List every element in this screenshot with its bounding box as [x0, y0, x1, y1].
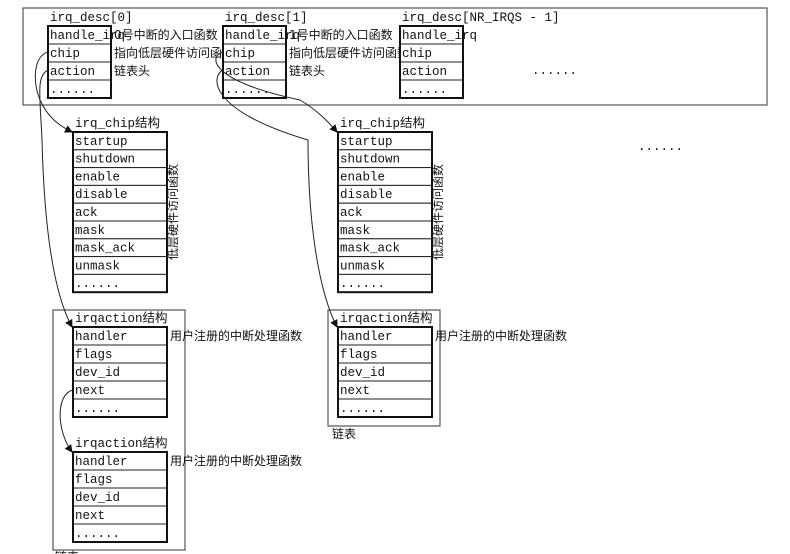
- irq-desc-2-field-action: action: [402, 65, 447, 79]
- irqaction-0-1-field-flags: flags: [75, 473, 113, 487]
- irq-chip-1-field-disable: disable: [340, 188, 393, 202]
- irq-desc-0-note: 指向低层硬件访问函数: [114, 45, 234, 60]
- irqaction-1-0-field-handler: handler: [340, 330, 393, 344]
- irqaction-0-1-note: 用户注册的中断处理函数: [170, 453, 302, 468]
- irq-desc-0-field-: ......: [50, 83, 95, 97]
- irqaction-1-0-field-dev_id: dev_id: [340, 366, 385, 380]
- irq-desc-0-note: 0号中断的入口函数: [114, 27, 218, 42]
- irq-chip-1-field-shutdown: shutdown: [340, 153, 400, 167]
- irq-desc-0-field-handle_irq: handle_irq: [50, 29, 125, 43]
- irq-chip-1-border: [337, 131, 433, 294]
- irq-chip-side-note: 低层硬件访问函数: [165, 164, 180, 260]
- irqaction-list-frame-1: [327, 309, 441, 427]
- irq-chip-1-field-: ......: [340, 277, 385, 291]
- irq-chip-0-field-ack: ack: [75, 206, 98, 220]
- irqaction-0-0-field-: ......: [75, 402, 120, 416]
- irq-chip-0-title: irq_chip结构: [75, 115, 160, 131]
- irqaction-1-0-field-next: next: [340, 384, 370, 398]
- irq-chip-side-note: 低层硬件访问函数: [430, 164, 445, 260]
- irq-desc-0-field-chip: chip: [50, 47, 80, 61]
- irqaction-0-1-field-next: next: [75, 509, 105, 523]
- irq-desc-1-title: irq_desc[1]: [225, 11, 308, 25]
- desc-ellipsis: ......: [532, 64, 577, 78]
- irqaction-0-0-field-handler: handler: [75, 330, 128, 344]
- irq-chip-1-field-unmask: unmask: [340, 259, 385, 273]
- irqaction-0-1-border: [72, 451, 168, 543]
- irq-desc-1-field-: ......: [225, 83, 270, 97]
- irq-chip-0-field-shutdown: shutdown: [75, 153, 135, 167]
- irqaction-0-0-field-flags: flags: [75, 348, 113, 362]
- irq-desc-2-title: irq_desc[NR_IRQS - 1]: [402, 11, 560, 25]
- irq-chip-0-field-mask_ack: mask_ack: [75, 242, 135, 256]
- irq-chip-0-border: [72, 131, 168, 294]
- list-label-0: 链表: [55, 549, 79, 554]
- list-label-1: 链表: [332, 426, 356, 441]
- irq-chip-1-title: irq_chip结构: [340, 115, 425, 131]
- irqaction-1-0-note: 用户注册的中断处理函数: [435, 328, 567, 343]
- irq-chip-1-field-mask_ack: mask_ack: [340, 242, 400, 256]
- irqaction-1-0-border: [337, 326, 433, 418]
- irq-desc-1-field-chip: chip: [225, 47, 255, 61]
- irq-chip-0-field-mask: mask: [75, 224, 105, 238]
- irqaction-0-0-title: irqaction结构: [75, 310, 168, 326]
- irqaction-0-0-field-next: next: [75, 384, 105, 398]
- next-pointer-arrow-0: [59, 389, 74, 453]
- irqaction-0-0-border: [72, 326, 168, 418]
- irq-desc-1-note: 1号中断的入口函数: [289, 27, 393, 42]
- irqaction-0-1-field-dev_id: dev_id: [75, 491, 120, 505]
- irqaction-0-1-title: irqaction结构: [75, 435, 168, 451]
- irq-desc-2-field-: ......: [402, 83, 447, 97]
- action-pointer-arrow-0: [39, 69, 73, 328]
- irqaction-1-0-field-: ......: [340, 402, 385, 416]
- irqaction-list-frame-0: [52, 309, 186, 551]
- irqaction-0-1-field-handler: handler: [75, 455, 128, 469]
- irq-chip-1-field-startup: startup: [340, 135, 393, 149]
- irq-chip-1-field-mask: mask: [340, 224, 370, 238]
- right-ellipsis: ......: [638, 140, 683, 154]
- irq-chip-1-field-ack: ack: [340, 206, 363, 220]
- irq-chip-1-field-enable: enable: [340, 170, 385, 184]
- irq-desc-2-field-handle_irq: handle_irq: [402, 29, 477, 43]
- irqaction-1-0-field-flags: flags: [340, 348, 378, 362]
- irq-desc-1-field-handle_irq: handle_irq: [225, 29, 300, 43]
- irqaction-1-0-title: irqaction结构: [340, 310, 433, 326]
- irq-desc-1-note: 链表头: [289, 63, 325, 78]
- irq-desc-0-note: 链表头: [114, 63, 150, 78]
- irqaction-0-0-field-dev_id: dev_id: [75, 366, 120, 380]
- irq-desc-0-border: [47, 25, 112, 99]
- irq-chip-0-field-enable: enable: [75, 170, 120, 184]
- irq-chip-0-field-unmask: unmask: [75, 259, 120, 273]
- irq-desc-1-border: [222, 25, 287, 99]
- chip-pointer-arrow-1: [215, 51, 338, 133]
- irq-desc-0-field-action: action: [50, 65, 95, 79]
- irq-desc-2-field-chip: chip: [402, 47, 432, 61]
- irq-desc-0-title: irq_desc[0]: [50, 11, 133, 25]
- irqaction-0-1-field-: ......: [75, 527, 120, 541]
- irqaction-0-0-note: 用户注册的中断处理函数: [170, 328, 302, 343]
- irq-desc-1-field-action: action: [225, 65, 270, 79]
- irq-desc-array-frame: [22, 7, 768, 106]
- irq-desc-1-note: 指向低层硬件访问函数: [289, 45, 409, 60]
- irq-chip-0-field-disable: disable: [75, 188, 128, 202]
- irq-chip-0-field-: ......: [75, 277, 120, 291]
- action-pointer-arrow-1: [216, 69, 338, 328]
- irq-desc-2-border: [399, 25, 464, 99]
- irq-chip-0-field-startup: startup: [75, 135, 128, 149]
